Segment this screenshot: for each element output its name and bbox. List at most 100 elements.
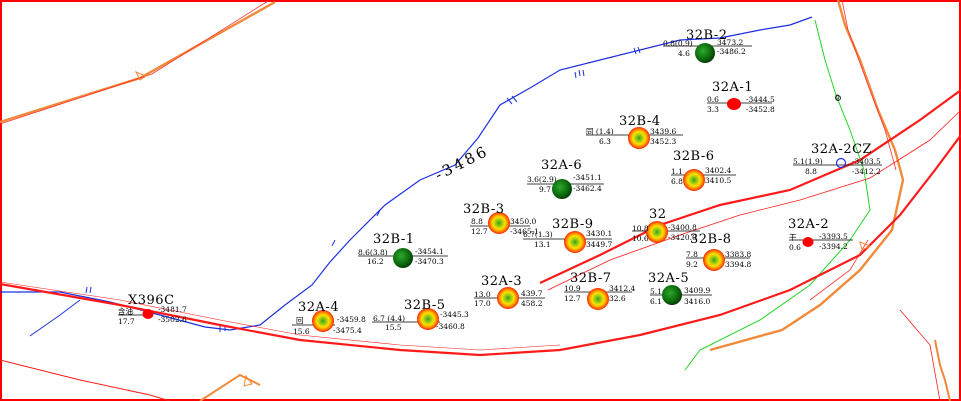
- well-name-32b-2[interactable]: 32B-2: [686, 28, 728, 43]
- well-name-32b-7[interactable]: 32B-7: [570, 271, 612, 286]
- well-value: 3.3: [707, 105, 719, 114]
- well-value: 13.0: [474, 290, 491, 299]
- well-symbol-32a-1[interactable]: [727, 98, 741, 110]
- well-value: 3412.4: [609, 284, 636, 293]
- well-value: 3449.7: [586, 240, 613, 249]
- well-value: 8.8: [471, 217, 483, 226]
- well-symbol-32[interactable]: [646, 221, 668, 243]
- well-name-32a-3[interactable]: 32A-3: [481, 274, 523, 289]
- well-symbol-32b-9[interactable]: [564, 231, 586, 253]
- well-value: 439.7: [521, 289, 543, 298]
- well-value: 3416.0: [684, 297, 711, 306]
- well-symbol-32a-6[interactable]: [552, 179, 572, 199]
- well-value: 3452.3: [650, 137, 677, 146]
- well-name-32a-4[interactable]: 32A-4: [298, 300, 340, 315]
- well-value: 6.3: [599, 137, 611, 146]
- well-value: 15.5: [385, 323, 402, 332]
- well-name-32b-4[interactable]: 32B-4: [619, 114, 661, 129]
- well-value: 458.2: [521, 299, 543, 308]
- wells-layer: [118, 43, 882, 332]
- well-name-32a-5[interactable]: 32A-5: [648, 271, 690, 286]
- well-name-32a-1[interactable]: 32A-1: [712, 80, 754, 95]
- well-value: -3444.5: [746, 95, 775, 104]
- well-symbol-32b-4[interactable]: [628, 127, 650, 149]
- main-fault-lower: [0, 134, 961, 357]
- well-value: 3450.0: [510, 217, 537, 226]
- well-value: 10.8: [632, 224, 649, 233]
- well-value: 4.6: [678, 49, 690, 58]
- well-value: -3465.1: [510, 227, 539, 236]
- well-value: -3451.1: [573, 173, 602, 182]
- fault-line-topleft: [0, 0, 276, 124]
- well-value: -3475.4: [333, 326, 362, 335]
- well-symbol-32b-8[interactable]: [703, 249, 725, 271]
- well-value: 0.6: [789, 243, 801, 252]
- well-value: -3393.5: [819, 232, 848, 241]
- fault-line-topleft-thin: [0, 0, 269, 125]
- well-value: 3383.8: [725, 250, 752, 259]
- well-symbol-32b-2[interactable]: [695, 43, 715, 63]
- well-symbol-32b-5[interactable]: [417, 308, 439, 330]
- well-value: 回: [296, 316, 304, 325]
- well-value: 8.8: [805, 167, 817, 176]
- well-symbol-32b-3[interactable]: [488, 212, 510, 234]
- well-value: -3502.6: [158, 315, 187, 324]
- well-value: -3462.4: [573, 184, 602, 193]
- well-value: -3445.3: [440, 310, 469, 319]
- well-value: 10.6: [632, 234, 649, 243]
- well-value: 3410.5: [705, 176, 732, 185]
- well-name-32b-6[interactable]: 32B-6: [673, 149, 715, 164]
- well-value: 16.2: [367, 257, 384, 266]
- main-fault-upper: [539, 89, 961, 284]
- well-name-32b-8[interactable]: 32B-8: [690, 232, 732, 247]
- well-name-32a-6[interactable]: 32A-6: [541, 158, 583, 173]
- well-name-32a-2[interactable]: 32A-2: [788, 217, 830, 232]
- well-value: 3394.8: [725, 260, 752, 269]
- well-symbol-32a-3[interactable]: [497, 287, 519, 309]
- well-symbol-32b-7[interactable]: [587, 288, 609, 310]
- well-value: -3470.3: [415, 257, 444, 266]
- well-symbol-32b-6[interactable]: [683, 169, 705, 191]
- well-value: 6.1: [650, 297, 662, 306]
- well-name-32b-9[interactable]: 32B-9: [552, 217, 594, 232]
- well-value: 1.1: [671, 167, 683, 176]
- fault-bottom-right: [934, 339, 951, 401]
- zero-contour: [684, 19, 871, 371]
- well-value: 6.7 (4.4): [373, 314, 406, 323]
- well-value: 同 (1.4): [586, 127, 614, 136]
- well-value: -3452.8: [746, 105, 775, 114]
- well-value: 3439.6: [650, 127, 677, 136]
- well-value: 5.1: [650, 287, 662, 296]
- well-value: 5.1(1.9): [793, 157, 823, 166]
- well-name-32b-3[interactable]: 32B-3: [463, 202, 505, 217]
- well-name-32a-2cz[interactable]: 32A-2CZ: [811, 142, 873, 157]
- well-value: 3473.2: [717, 38, 744, 47]
- well-value: 15.6: [293, 327, 310, 336]
- well-value: 6.7(1.3): [523, 230, 553, 239]
- well-name-32[interactable]: 32: [649, 207, 667, 222]
- well-name-32b-1[interactable]: 32B-1: [373, 232, 415, 247]
- well-value: 10.9: [564, 284, 581, 293]
- well-symbol-32a-2[interactable]: [802, 237, 814, 247]
- well-symbol-32b-1[interactable]: [393, 248, 413, 268]
- well-value: 0.8(0.9): [663, 39, 693, 48]
- well-symbol-32a-2cz[interactable]: [835, 157, 847, 169]
- well-symbol-x396c[interactable]: [142, 309, 154, 319]
- well-value: 13.1: [534, 240, 551, 249]
- well-value: -3403.5: [852, 157, 881, 166]
- well-value: 7.8: [686, 250, 698, 259]
- well-symbol-32a-5[interactable]: [662, 285, 682, 305]
- well-value: 3430.1: [586, 229, 613, 238]
- well-name-32b-5[interactable]: 32B-5: [404, 298, 446, 313]
- well-value: 3409.9: [684, 286, 711, 295]
- fault-bottom-mid: [199, 373, 261, 401]
- well-name-x396c[interactable]: X396C: [128, 293, 175, 308]
- well-value: -3420.0: [668, 233, 697, 242]
- well-symbol-32a-4[interactable]: [312, 310, 334, 332]
- well-value: 9.7: [539, 185, 551, 194]
- well-value: 12.7: [471, 227, 488, 236]
- well-value: 17.7: [118, 317, 135, 326]
